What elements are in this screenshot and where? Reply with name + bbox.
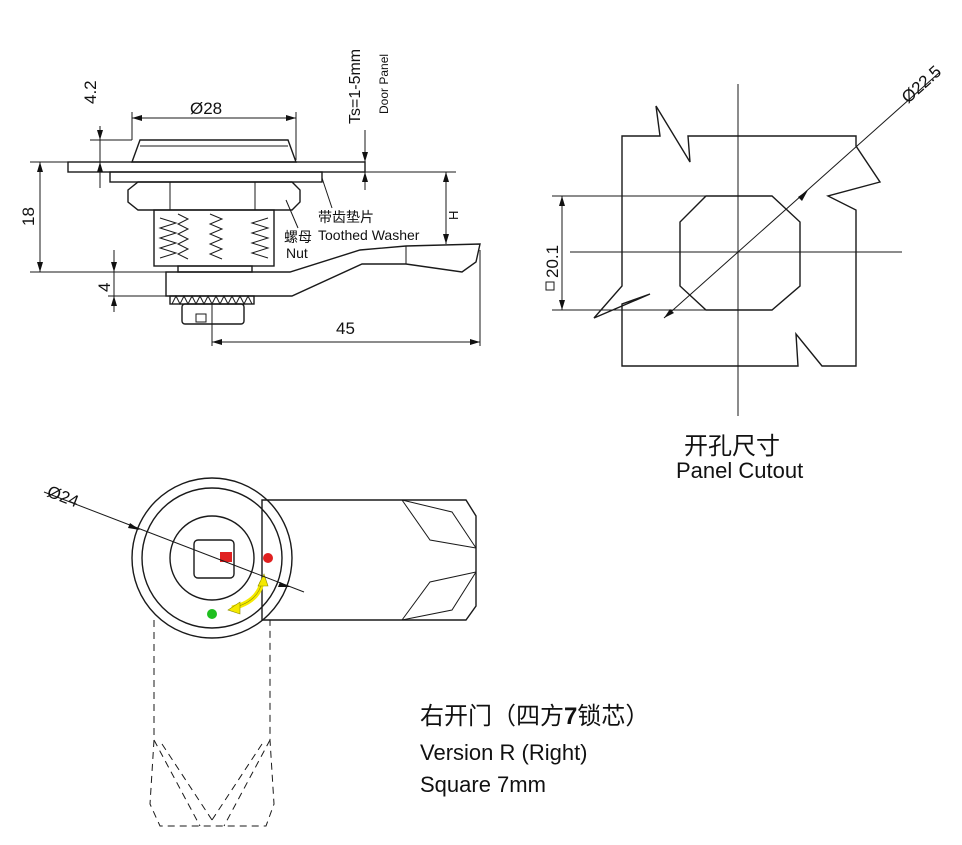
dim-4-2: 4.2: [81, 80, 100, 104]
version-title-cn-post: 锁芯）: [577, 702, 650, 730]
housing-outer-circle: [131, 477, 293, 639]
square-core: [193, 539, 235, 579]
cutout-shape: [679, 195, 801, 311]
toothed-washer: [109, 171, 323, 183]
version-title-cn: 右开门（四方7锁芯）: [420, 696, 649, 731]
dim-4: 4: [95, 283, 114, 292]
handle-body: [261, 499, 477, 621]
core-red-indicator: [220, 552, 232, 562]
dim-20-1: 20.1: [543, 245, 562, 278]
version-label: Version R (Right): [420, 740, 588, 765]
dim-18: 18: [19, 207, 38, 226]
threaded-body: [153, 209, 275, 267]
version-title-cn-num: 7: [564, 703, 578, 730]
cutout-title-cn: 开孔尺寸: [684, 432, 780, 460]
side-view: [30, 112, 481, 346]
version-title-cn-pre: 右开门（四方: [420, 702, 564, 730]
door-panel-plate: [67, 161, 366, 173]
nut-label-cn: 螺母: [284, 229, 312, 245]
lock-indicator-dot: [263, 553, 273, 563]
washer-label-cn: 带齿垫片: [318, 209, 374, 225]
dim-dia28: Ø28: [190, 99, 222, 118]
washer-label-en: Toothed Washer: [318, 227, 420, 243]
rotated-cam-outline: [149, 620, 275, 827]
dim-dia24: Ø24: [45, 482, 82, 511]
dim-45: 45: [336, 319, 355, 338]
unlock-indicator-dot: [207, 609, 217, 619]
dim-dia22-5: Ø22.5: [898, 62, 945, 107]
door-panel-label: Door Panel: [377, 54, 391, 114]
panel-cutout-view: [545, 71, 941, 416]
square-label: Square 7mm: [420, 772, 546, 797]
dim-h: H: [446, 211, 461, 220]
cutout-title-en: Panel Cutout: [676, 458, 804, 483]
hex-nut: [127, 181, 301, 211]
nut-label-en: Nut: [286, 245, 308, 261]
flange-cap: [131, 139, 297, 163]
cam-tongue: [165, 243, 481, 297]
front-view: [43, 477, 477, 827]
dim-ts: Ts=1-5mm: [347, 49, 364, 124]
